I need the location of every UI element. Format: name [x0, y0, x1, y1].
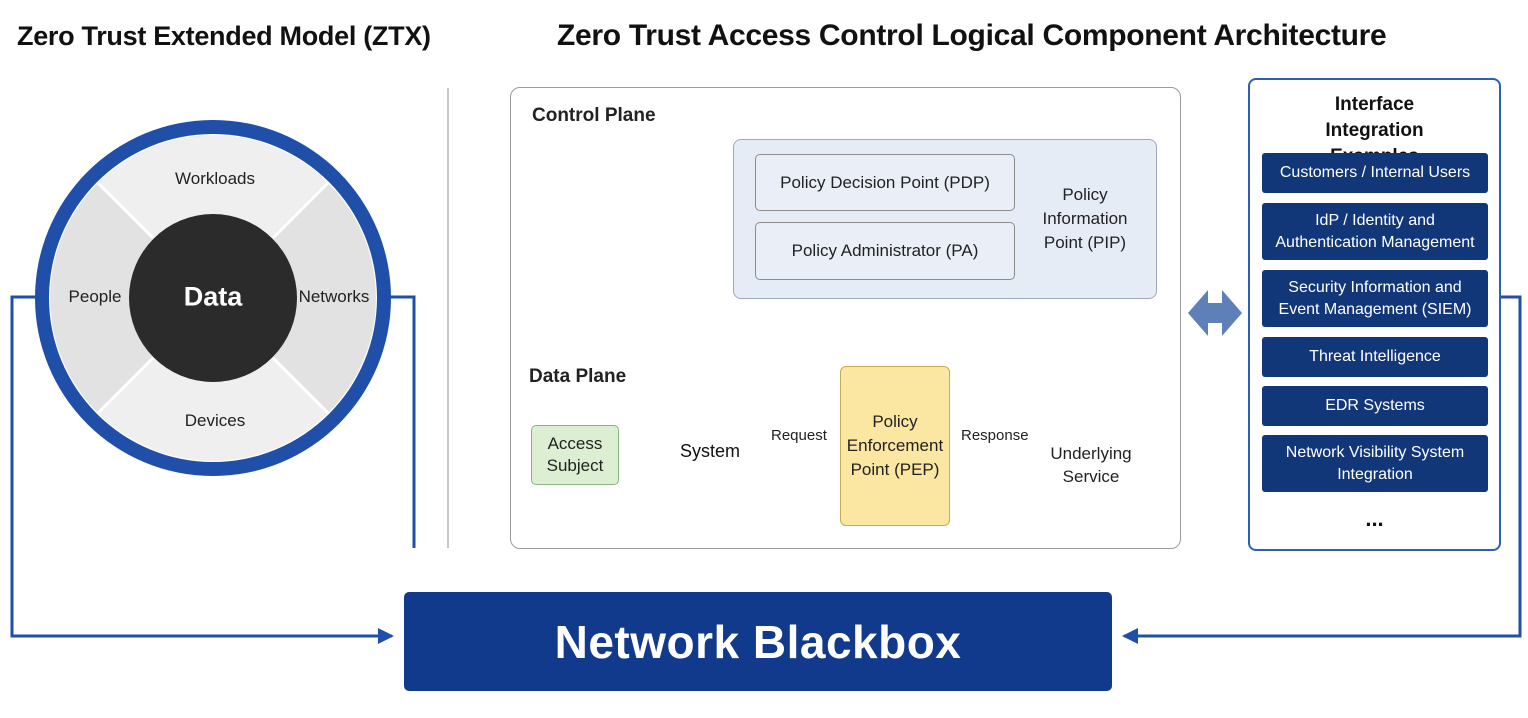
right-flow-line — [1122, 295, 1522, 644]
ztx-people: People — [68, 287, 122, 306]
integration-item-customers: Customers / Internal Users — [1262, 153, 1488, 193]
pep-box: Policy Enforcement Point (PEP) — [840, 366, 950, 526]
ztx-ring — [35, 120, 391, 476]
pip-label: Policy Information Point (PIP) — [1042, 185, 1128, 252]
left-ring-connector — [378, 295, 416, 548]
control-plane-label: Control Plane — [532, 105, 656, 126]
integration-item-idp: IdP / Identity and Authentication Manage… — [1262, 203, 1488, 260]
pdp-box: Policy Decision Point (PDP) — [755, 154, 1015, 211]
ztx-workloads: Workloads — [175, 169, 255, 188]
pa-box: Policy Administrator (PA) — [755, 222, 1015, 280]
response-label: Response — [961, 427, 1029, 444]
data-plane-label: Data Plane — [529, 366, 627, 387]
architecture-title: Zero Trust Access Control Logical Compon… — [557, 19, 1387, 52]
bidirectional-arrow-icon — [1188, 290, 1242, 336]
ztx-networks: Networks — [298, 287, 370, 306]
ztx-devices: Devices — [184, 411, 246, 430]
ztx-title: Zero Trust Extended Model (ZTX) — [17, 21, 431, 51]
left-flow-line — [10, 295, 394, 644]
access-subject-box: Access Subject — [531, 425, 619, 485]
integration-item-network-visibility: Network Visibility System Integration — [1262, 435, 1488, 492]
ztx-data-center: Data — [183, 281, 243, 312]
integration-more: ... — [1365, 506, 1384, 531]
network-blackbox: Network Blackbox — [404, 592, 1112, 691]
integration-item-siem: Security Information and Event Managemen… — [1262, 270, 1488, 327]
integration-item-edr: EDR Systems — [1262, 386, 1488, 426]
underlying-service-label: Underlying Service — [1050, 444, 1132, 486]
system-label: System — [679, 440, 740, 461]
request-label: Request — [771, 427, 827, 444]
integration-item-threat-intel: Threat Intelligence — [1262, 337, 1488, 377]
